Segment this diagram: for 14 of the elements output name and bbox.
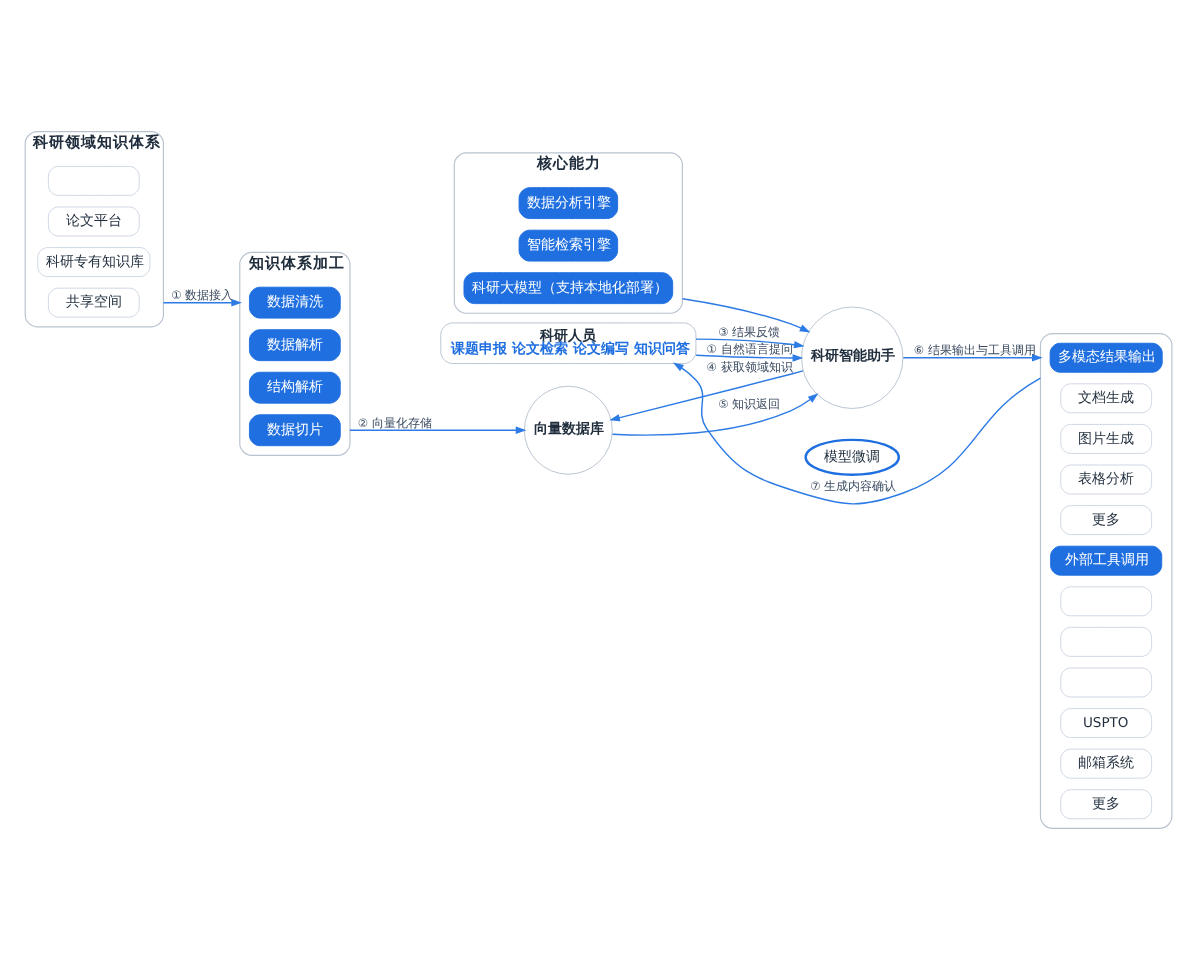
node-box: [1060, 586, 1153, 617]
arrow: [695, 338, 805, 349]
arrow: [609, 370, 804, 422]
arrow: [681, 297, 811, 333]
arrow: [695, 354, 804, 362]
node-box: [1060, 667, 1153, 698]
arrow: [902, 354, 1043, 362]
node-box: [1060, 626, 1153, 657]
node-box: [47, 165, 140, 196]
arrow: [349, 426, 527, 434]
arrow: [673, 362, 1042, 505]
cluster: [1039, 333, 1173, 829]
arrow: [162, 298, 242, 307]
arrow: [611, 393, 819, 436]
